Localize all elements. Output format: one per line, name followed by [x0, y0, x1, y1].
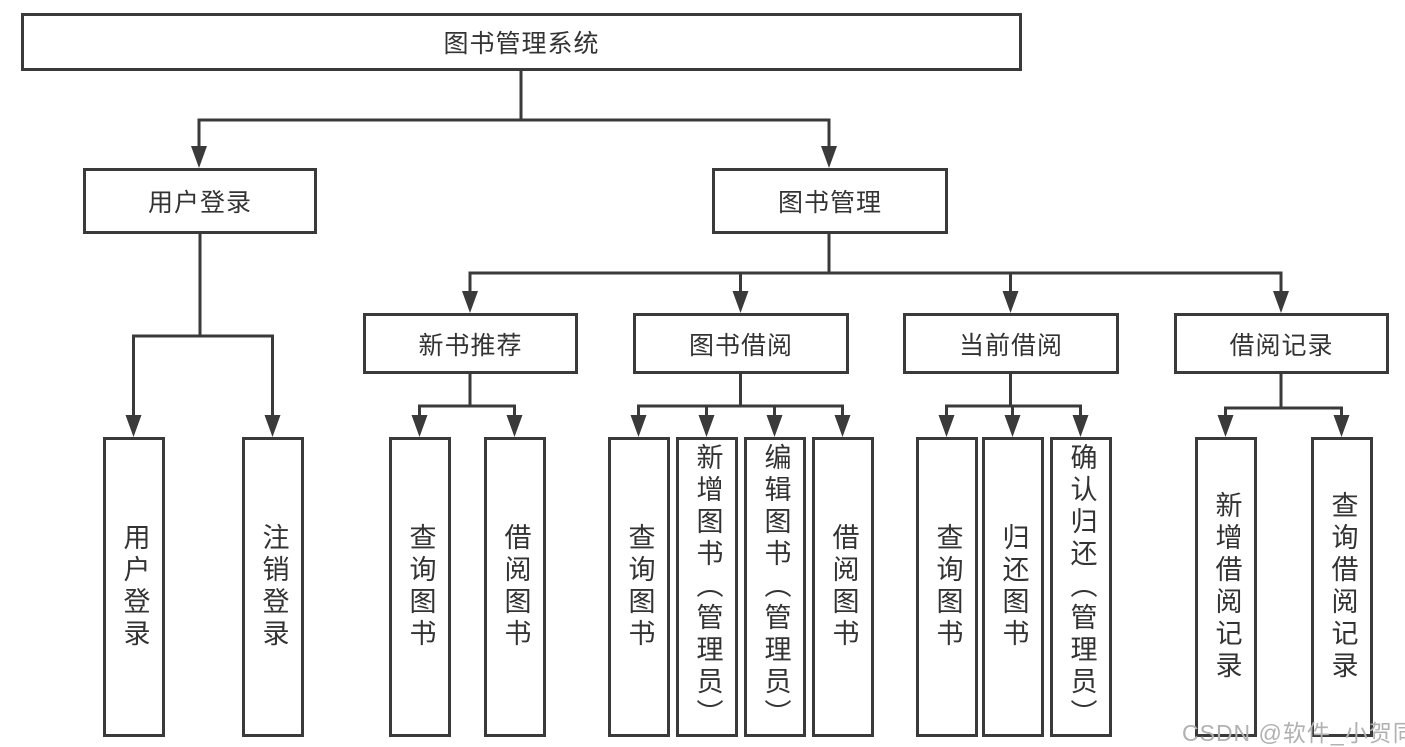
leaf-add-book-admin: 新增图书（管理员）	[676, 437, 738, 737]
arrow-down-icon	[1273, 291, 1289, 313]
arrow-down-icon	[1072, 415, 1089, 437]
node-current-borrowing: 当前借阅	[903, 313, 1119, 374]
branch-root	[197, 70, 831, 150]
branch-user-login	[132, 233, 274, 418]
arrow-down-icon	[938, 415, 955, 437]
arrow-down-icon	[1333, 415, 1350, 437]
leaf-logout: 注销登录	[242, 437, 304, 737]
arrow-down-icon	[698, 415, 715, 437]
leaf-query-borrow-record: 查询借阅记录	[1311, 437, 1373, 737]
branch-borrow-records	[1224, 373, 1343, 420]
branch-new-book	[418, 373, 516, 418]
leaf-label: 查询借阅记录	[1327, 491, 1358, 683]
leaf-query-books-borrow: 查询图书	[608, 437, 670, 737]
leaf-label: 查询图书	[932, 523, 963, 651]
arrow-down-icon	[630, 415, 647, 437]
leaf-label: 新增借阅记录	[1211, 491, 1242, 683]
arrow-down-icon	[732, 291, 749, 313]
leaf-borrow-books: 借阅图书	[812, 437, 874, 737]
leaf-user-login: 用户登录	[103, 437, 165, 737]
node-borrowing-records: 借阅记录	[1174, 313, 1389, 374]
arrow-down-icon	[821, 146, 837, 168]
node-new-book-recommendation: 新书推荐	[363, 313, 578, 374]
branch-book-management	[468, 233, 1283, 293]
leaf-query-books-current: 查询图书	[916, 437, 978, 737]
node-book-management: 图书管理	[712, 168, 948, 234]
arrow-down-icon	[506, 415, 523, 437]
leaf-query-books-recommend: 查询图书	[389, 437, 451, 737]
node-user-login: 用户登录	[83, 168, 317, 234]
arrow-down-icon	[191, 146, 207, 168]
arrow-down-icon	[1004, 415, 1021, 437]
leaf-confirm-return-admin: 确认归还（管理员）	[1050, 437, 1112, 737]
csdn-watermark: CSDN @软件_小贺同学	[1182, 720, 1405, 746]
leaf-label: 借阅图书	[500, 523, 531, 651]
leaf-label: 新增图书（管理员）	[692, 443, 723, 731]
leaf-label: 用户登录	[119, 523, 150, 651]
leaf-label: 确认归还（管理员）	[1066, 443, 1097, 731]
node-library-management-system: 图书管理系统	[21, 13, 1022, 71]
arrow-down-icon	[766, 415, 783, 437]
arrow-down-icon	[462, 291, 478, 313]
leaf-label: 归还图书	[998, 523, 1029, 651]
arrow-down-icon	[1002, 291, 1019, 313]
leaf-borrow-books-recommend: 借阅图书	[484, 437, 546, 737]
node-book-borrowing: 图书借阅	[633, 313, 849, 374]
leaf-label: 查询图书	[405, 523, 436, 651]
branch-current-borrow	[945, 373, 1082, 418]
leaf-label: 编辑图书（管理员）	[760, 443, 791, 731]
leaf-add-borrow-record: 新增借阅记录	[1195, 437, 1257, 737]
arrow-down-icon	[834, 415, 851, 437]
arrow-down-icon	[1217, 415, 1234, 437]
leaf-return-book: 归还图书	[982, 437, 1044, 737]
leaf-label: 借阅图书	[828, 523, 859, 651]
arrow-down-icon	[264, 415, 281, 437]
leaf-edit-book-admin: 编辑图书（管理员）	[744, 437, 806, 737]
leaf-label: 查询图书	[624, 523, 655, 651]
leaf-label: 注销登录	[258, 523, 289, 651]
arrow-down-icon	[125, 415, 142, 437]
branch-book-borrow	[637, 373, 844, 418]
arrowheads	[125, 146, 1350, 437]
arrow-down-icon	[411, 415, 428, 437]
